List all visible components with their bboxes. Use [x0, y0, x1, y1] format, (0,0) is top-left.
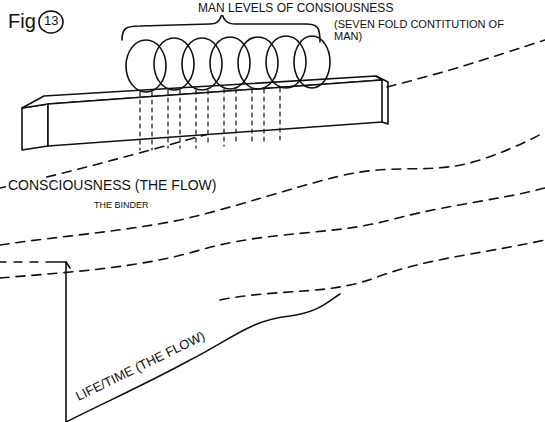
flow-line [0, 40, 545, 188]
heading-label: MAN LEVELS OF CONSIOUSNESS [196, 2, 395, 15]
time-line [66, 294, 340, 422]
figure-number-circle [39, 11, 63, 33]
flow-line [0, 188, 545, 278]
flow-line [0, 132, 545, 245]
time-label: LIFE/TIME (THE FLOW) [72, 328, 209, 405]
binder-bar [376, 76, 388, 124]
binder-bar [22, 104, 48, 150]
loop-drops [140, 88, 280, 150]
consciousness-loops [126, 36, 330, 92]
time-line [65, 262, 67, 422]
time-line [0, 261, 66, 263]
brace [122, 14, 320, 42]
figure-label: Fig [6, 10, 38, 32]
flow-label: CONSCIOUSNESS (THE FLOW) [6, 178, 218, 193]
figure-number: 13 [42, 14, 60, 28]
note-label: (SEVEN FOLD CONTITUTION OF MAN) [332, 18, 536, 42]
binder-label: THE BINDER [92, 201, 151, 211]
flow-line [220, 240, 545, 300]
time-line [66, 262, 70, 268]
binder-bar [48, 80, 382, 146]
